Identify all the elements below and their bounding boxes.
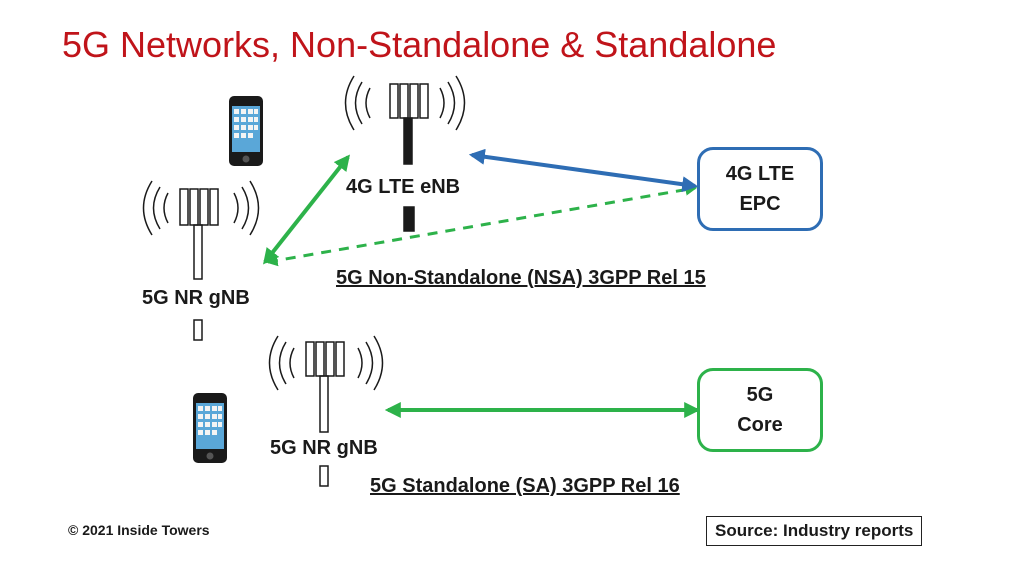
copyright-text: © 2021 Inside Towers	[68, 522, 210, 538]
lte-enb-label: 4G LTE eNB	[346, 176, 461, 198]
sa-caption: 5G Standalone (SA) 3GPP Rel 16	[370, 475, 680, 497]
lte-epc-line2: EPC	[739, 193, 781, 215]
core-5g-line1: 5G	[746, 384, 774, 406]
smartphone-icon	[229, 96, 263, 166]
link-enb-epc	[468, 148, 699, 193]
nsa-caption: 5G Non-Standalone (NSA) 3GPP Rel 15	[336, 267, 706, 289]
link-gnb-enb	[263, 154, 350, 265]
smartphone-icon	[193, 393, 227, 463]
nr-gnb-label-top: 5G NR gNB	[142, 287, 250, 309]
nr-gnb-label-bottom: 5G NR gNB	[270, 437, 378, 459]
cell-tower-icon	[142, 180, 260, 341]
lte-epc-line1: 4G LTE	[725, 163, 795, 185]
core-5g-line2: Core	[737, 414, 783, 436]
lte-epc-box: 4G LTE EPC	[697, 147, 823, 231]
core-5g-box: 5G Core	[697, 368, 823, 452]
page-title: 5G Networks, Non-Standalone & Standalone	[62, 24, 777, 65]
cell-tower-icon	[268, 335, 384, 487]
link-gnb-epc-dashed	[265, 183, 698, 267]
cell-tower-icon	[344, 75, 466, 232]
source-box: Source: Industry reports	[706, 516, 923, 546]
